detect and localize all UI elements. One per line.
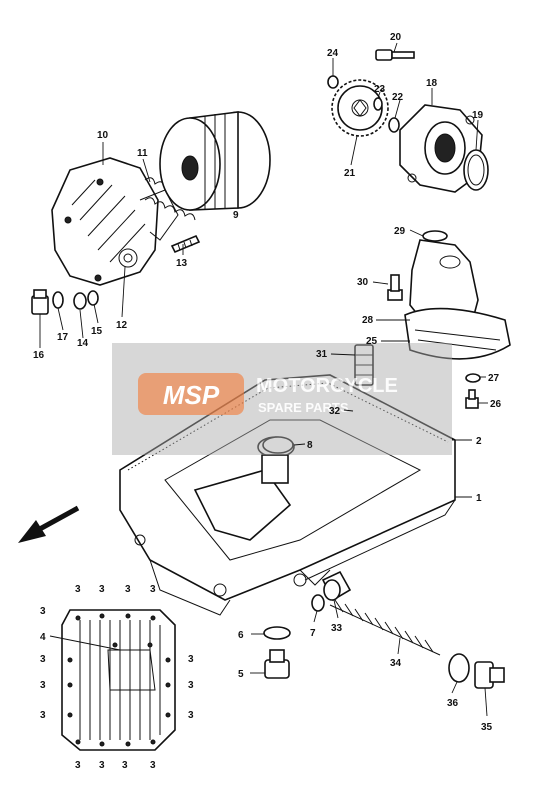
watermark: MSP MOTORCYCLE SPARE PARTS xyxy=(112,343,452,455)
callout-3: 3 xyxy=(40,710,46,721)
pump-washer xyxy=(388,117,400,133)
washer-6 xyxy=(263,626,291,640)
bolt-26 xyxy=(465,389,479,409)
plug-7 xyxy=(311,594,325,612)
callout-labels: 10 11 9 13 12 15 14 17 16 20 24 23 22 18… xyxy=(33,32,502,771)
callout-10: 10 xyxy=(97,130,109,141)
oil-strainer xyxy=(404,239,511,360)
callout-21: 21 xyxy=(344,168,356,179)
callout-3: 3 xyxy=(122,760,128,771)
callout-11: 11 xyxy=(137,148,148,159)
front-direction-arrow-icon xyxy=(18,505,80,543)
callout-3: 3 xyxy=(75,760,81,771)
callout-32: 32 xyxy=(329,406,341,417)
sprocket-bolt xyxy=(375,49,415,61)
callout-15: 15 xyxy=(91,326,103,337)
callout-27: 27 xyxy=(488,373,500,384)
callout-36: 36 xyxy=(447,698,459,709)
callout-28: 28 xyxy=(362,315,374,326)
washer-27 xyxy=(465,373,481,383)
callout-18: 18 xyxy=(426,78,438,89)
callout-16: 16 xyxy=(33,350,45,361)
callout-34: 34 xyxy=(390,658,402,669)
watermark-logo: MSP xyxy=(163,380,220,410)
o-ring-36 xyxy=(448,653,470,683)
callout-31: 31 xyxy=(316,349,328,360)
pump-sprocket xyxy=(331,79,389,137)
oil-pan xyxy=(119,374,456,616)
callout-3: 3 xyxy=(125,584,131,595)
oil-pump xyxy=(399,104,483,193)
watermark-text: MOTORCYCLE xyxy=(256,375,398,397)
callout-19: 19 xyxy=(472,110,484,121)
cover-drain-plug xyxy=(31,289,99,315)
pump-pin xyxy=(373,97,383,111)
callout-33: 33 xyxy=(331,623,343,634)
callout-13: 13 xyxy=(176,258,188,269)
callout-29: 29 xyxy=(394,226,406,237)
sprocket-clip xyxy=(327,75,339,89)
callout-1: 1 xyxy=(476,493,482,504)
callout-12: 12 xyxy=(116,320,128,331)
callout-3: 3 xyxy=(99,760,105,771)
strainer-o-ring xyxy=(422,230,448,242)
callout-3: 3 xyxy=(99,584,105,595)
leader-lines xyxy=(39,42,488,717)
callout-23: 23 xyxy=(374,84,386,95)
strainer-bolt xyxy=(387,274,403,301)
callout-20: 20 xyxy=(390,32,402,43)
callout-24: 24 xyxy=(327,48,339,59)
callout-3: 3 xyxy=(75,584,81,595)
callout-3: 3 xyxy=(40,606,46,617)
callout-22: 22 xyxy=(392,92,404,103)
callout-3: 3 xyxy=(40,680,46,691)
callout-26: 26 xyxy=(490,399,502,410)
callout-25: 25 xyxy=(366,336,378,347)
callout-8: 8 xyxy=(307,440,313,451)
callout-3: 3 xyxy=(150,584,156,595)
pan-bolt-pattern-view xyxy=(61,609,176,751)
stud-bolt xyxy=(170,234,201,254)
callout-35: 35 xyxy=(481,722,493,733)
watermark-subtext: SPARE PARTS xyxy=(258,400,349,415)
callout-9: 9 xyxy=(233,210,239,221)
callout-3: 3 xyxy=(188,710,194,721)
callout-3: 3 xyxy=(188,654,194,665)
callout-3: 3 xyxy=(40,654,46,665)
plug-35 xyxy=(474,661,505,689)
callout-30: 30 xyxy=(357,277,369,288)
callout-17: 17 xyxy=(57,332,69,343)
callout-3: 3 xyxy=(188,680,194,691)
relief-valve-spring xyxy=(329,599,441,656)
oil-pipe-31 xyxy=(354,344,374,386)
oil-filter xyxy=(159,111,271,211)
callout-7: 7 xyxy=(310,628,316,639)
oil-filter-cover xyxy=(51,157,179,286)
callout-14: 14 xyxy=(77,338,89,349)
callout-4: 4 xyxy=(40,632,46,643)
callout-6: 6 xyxy=(238,630,244,641)
drain-plug-5 xyxy=(264,649,290,679)
callout-3: 3 xyxy=(150,760,156,771)
callout-5: 5 xyxy=(238,669,244,680)
callout-2: 2 xyxy=(476,436,482,447)
o-ring-8 xyxy=(262,436,294,454)
sleeve-33 xyxy=(321,570,352,602)
